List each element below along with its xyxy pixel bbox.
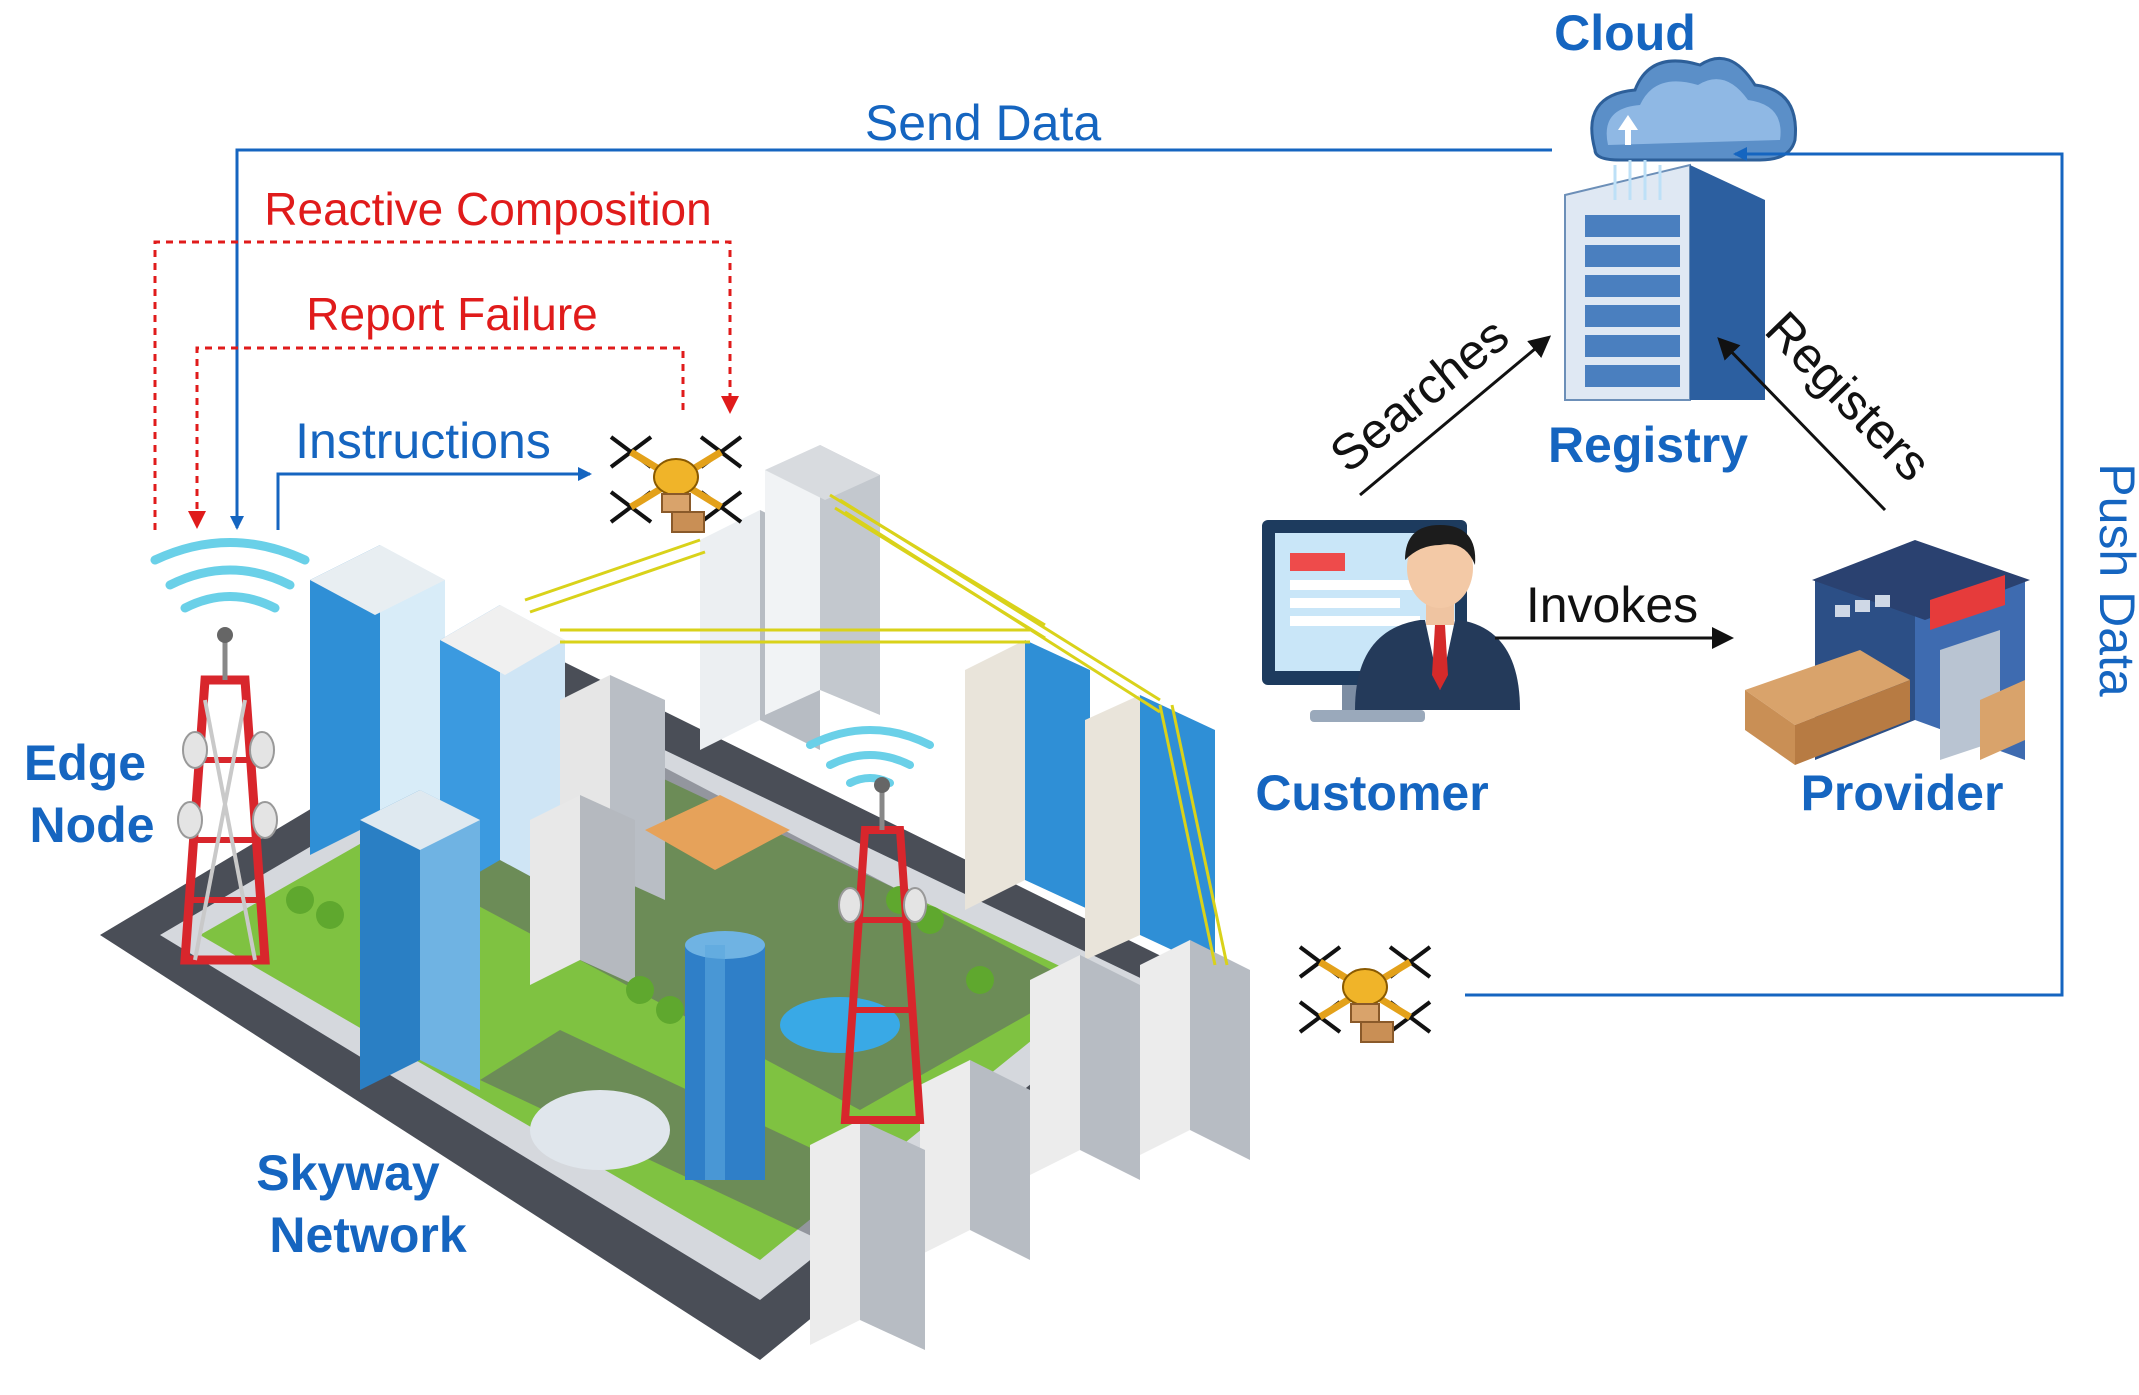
edge-node-label-line2: Node: [30, 797, 155, 853]
registry-label: Registry: [1548, 417, 1748, 473]
delivery-drone-icon-right: [1300, 947, 1430, 1042]
skyway-corridors: [524, 493, 1229, 966]
skyway-label-line1: Skyway: [256, 1145, 440, 1201]
reactive-composition-label: Reactive Composition: [264, 183, 711, 235]
warehouse-icon: [1745, 540, 2030, 765]
report-failure-label: Report Failure: [306, 288, 597, 340]
push-data-arrow: [1465, 147, 2064, 997]
registers-arrow: [1717, 337, 1887, 512]
searches-label: Searches: [1320, 307, 1519, 483]
push-data-label: Push Data: [2089, 463, 2139, 697]
searches-arrow: [1359, 335, 1552, 497]
skyway-label-line2: Network: [269, 1207, 466, 1263]
registers-label: Registers: [1755, 301, 1942, 492]
send-data-arrow: [230, 148, 1552, 530]
instructions-label: Instructions: [295, 413, 551, 469]
cell-tower-icon-center: [838, 777, 927, 1124]
provider-label: Provider: [1801, 765, 2004, 821]
customer-label: Customer: [1255, 765, 1488, 821]
send-data-label: Send Data: [865, 95, 1101, 151]
server-rack-icon: [1564, 160, 1765, 401]
reactive-composition-arrow: [153, 240, 739, 530]
report-failure-arrow: [188, 346, 685, 529]
businessman-computer-icon: [1262, 520, 1520, 722]
cell-tower-icon: [177, 627, 278, 965]
wifi-signal-icon: [150, 538, 310, 613]
cloud-label: Cloud: [1554, 5, 1696, 61]
invokes-label: Invokes: [1526, 577, 1698, 633]
delivery-drone-icon-top: [611, 437, 741, 532]
isometric-city-icon: [100, 445, 1250, 1360]
cloud-upload-icon: [1590, 56, 1797, 162]
edge-node-label-line1: Edge: [24, 735, 146, 791]
instructions-arrow: [276, 467, 592, 530]
